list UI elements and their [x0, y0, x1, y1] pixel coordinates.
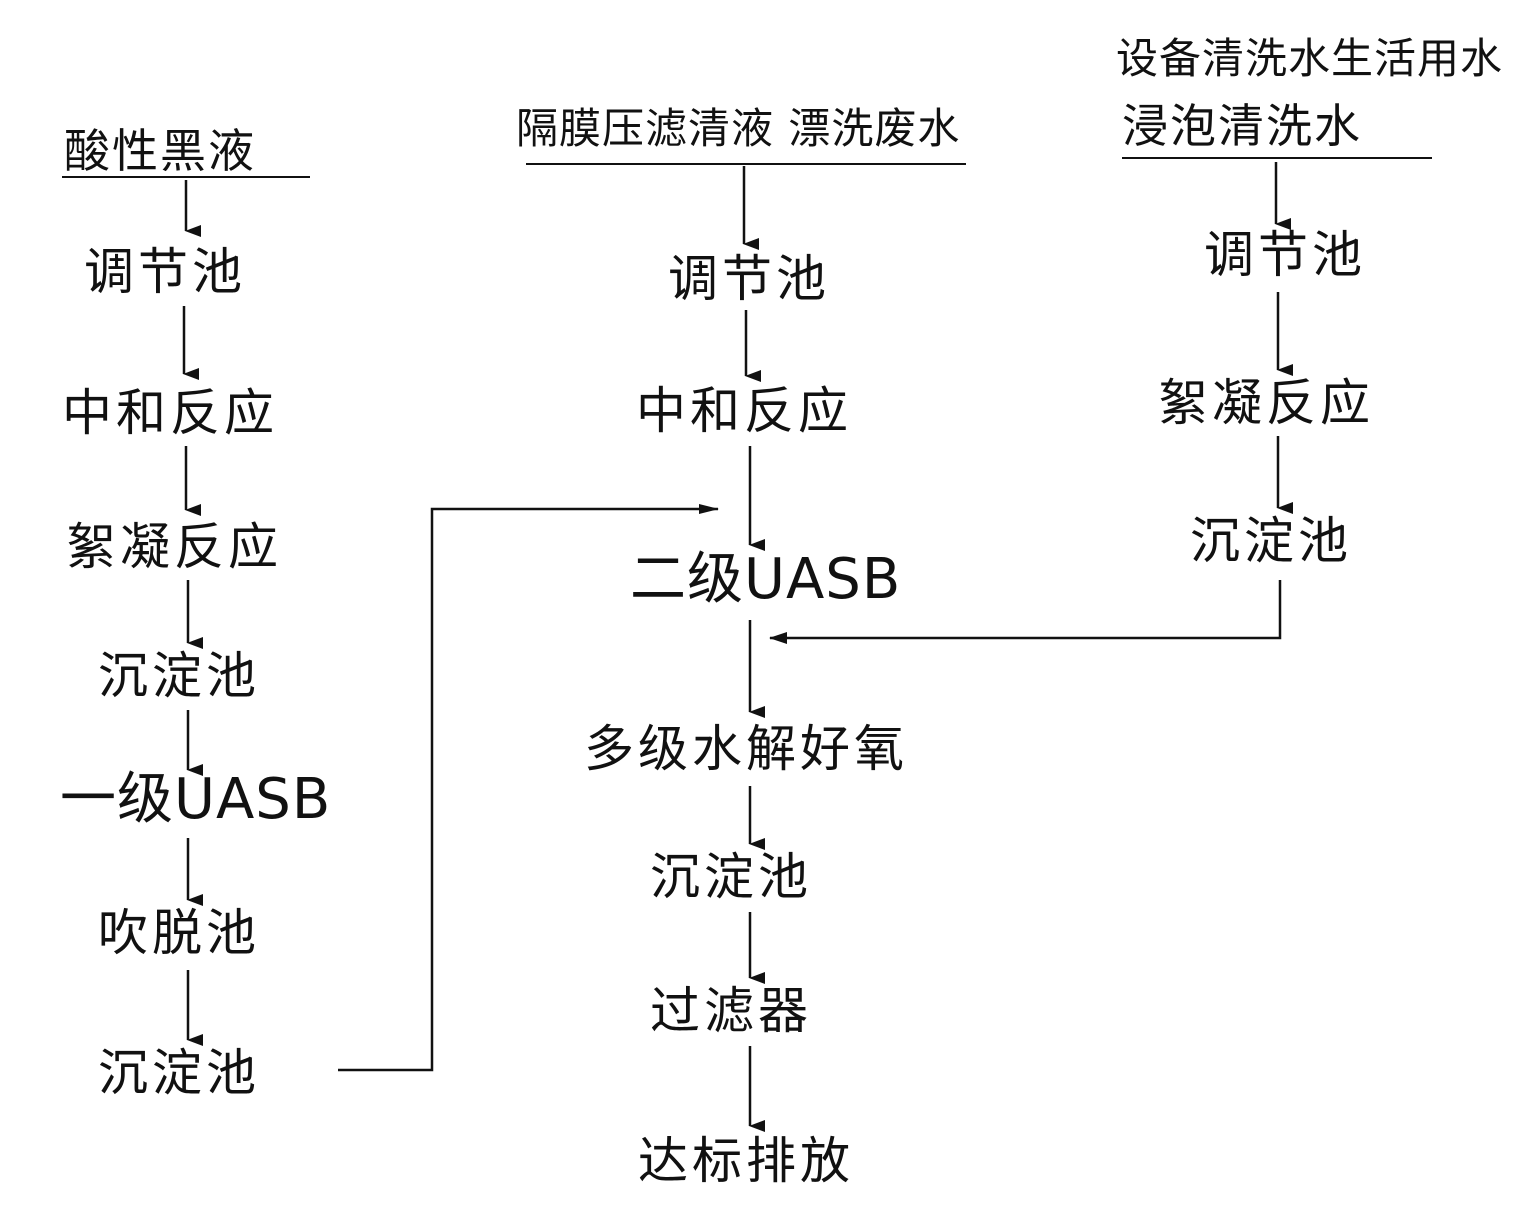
right-header-line2: 浸泡清洗水 [1122, 99, 1362, 153]
middle-step-neutralization: 中和反应 [636, 382, 852, 440]
middle-step-hydrolysis-aerobic: 多级水解好氧 [584, 720, 908, 778]
right-step-regulating-tank: 调节池 [1204, 226, 1366, 284]
middle-step-filter: 过滤器 [650, 982, 812, 1040]
right-header-line1: 设备清洗水生活用水 [1116, 34, 1504, 83]
middle-header: 隔膜压滤清液 漂洗废水 [516, 104, 961, 153]
middle-step-sedimentation: 沉淀池 [650, 848, 812, 906]
left-step-flocculation: 絮凝反应 [66, 518, 282, 576]
left-step-stripping-tank: 吹脱池 [98, 904, 260, 962]
right-step-flocculation: 絮凝反应 [1158, 374, 1374, 432]
middle-step-regulating-tank: 调节池 [668, 250, 830, 308]
middle-step-uasb-2: 二级UASB [630, 547, 902, 612]
left-step-regulating-tank: 调节池 [84, 243, 246, 301]
left-header: 酸性黑液 [64, 124, 256, 178]
middle-step-discharge: 达标排放 [638, 1132, 854, 1190]
left-step-sedimentation-2: 沉淀池 [98, 1044, 260, 1102]
middle-header-underline [526, 163, 966, 165]
left-step-uasb-1: 一级UASB [60, 767, 332, 832]
connector-left-to-uasb-2 [338, 504, 719, 1072]
right-step-sedimentation: 沉淀池 [1190, 512, 1352, 570]
left-step-sedimentation-1: 沉淀池 [98, 647, 260, 705]
left-step-neutralization: 中和反应 [62, 384, 278, 442]
right-header-underline [1122, 157, 1432, 159]
connector-right-to-middle [769, 580, 1282, 644]
left-header-underline [62, 176, 310, 178]
